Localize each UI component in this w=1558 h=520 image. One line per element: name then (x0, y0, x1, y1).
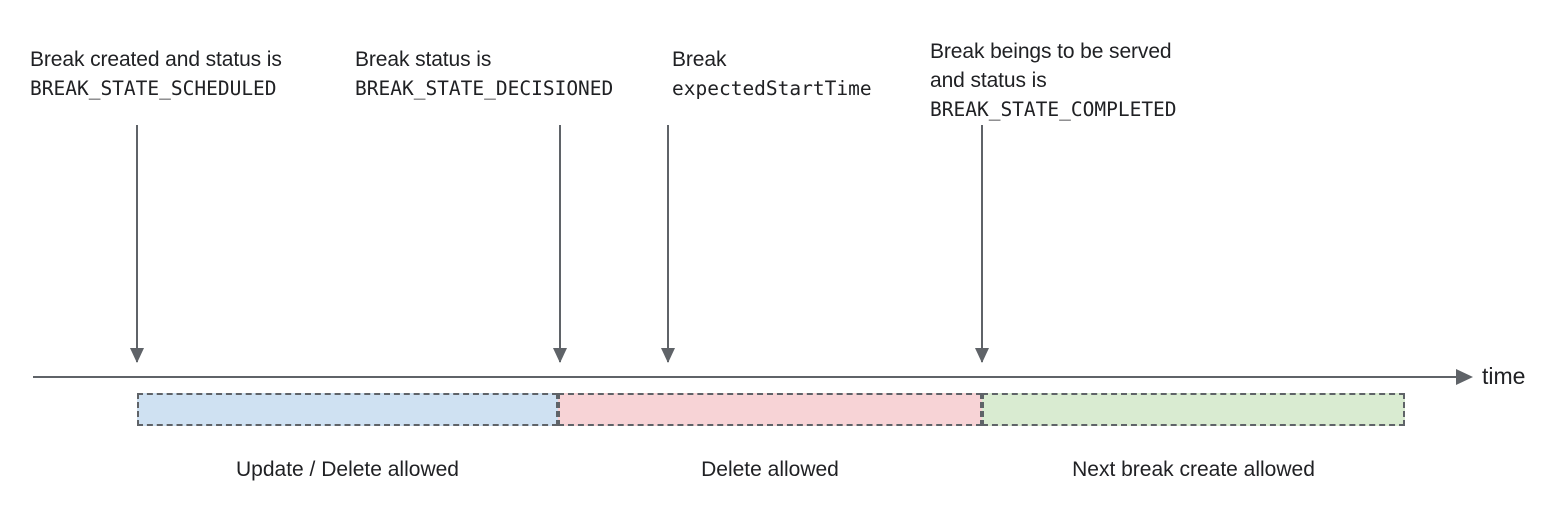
time-axis-label: time (1482, 363, 1526, 389)
arrow-right-icon (1456, 369, 1473, 385)
event-label-expected-start-time: Break expectedStartTime (672, 45, 872, 103)
time-axis-line (33, 376, 1470, 378)
event-label-break-decisioned: Break status is BREAK_STATE_DECISIONED (355, 45, 613, 103)
event-label-line: BREAK_STATE_COMPLETED (930, 98, 1177, 121)
event-label-line: Break beings to be served (930, 40, 1172, 63)
marker-shaft (667, 125, 669, 362)
marker-arrow-break-decisioned (551, 125, 569, 363)
event-label-line: Break (672, 48, 727, 71)
marker-shaft (559, 125, 561, 362)
phase-caption-update-delete-allowed: Update / Delete allowed (236, 458, 459, 481)
phase-segment-delete-allowed (558, 393, 982, 426)
arrow-down-icon (975, 348, 989, 363)
event-label-line: BREAK_STATE_SCHEDULED (30, 77, 277, 100)
marker-arrow-expected-start-time (659, 125, 677, 363)
marker-arrow-break-completed (973, 125, 991, 363)
event-label-line: Break status is (355, 48, 492, 71)
arrow-down-icon (130, 348, 144, 363)
event-label-break-completed: Break beings to be served and status is … (930, 37, 1177, 124)
event-label-line: and status is (930, 69, 1047, 92)
marker-shaft (136, 125, 138, 362)
marker-arrow-break-created (128, 125, 146, 363)
event-label-break-created: Break created and status is BREAK_STATE_… (30, 45, 282, 103)
phase-caption-delete-allowed: Delete allowed (701, 458, 839, 481)
phase-segment-update-delete-allowed (137, 393, 558, 426)
arrow-down-icon (661, 348, 675, 363)
arrow-down-icon (553, 348, 567, 363)
phase-segment-next-break-create-allowed (982, 393, 1405, 426)
event-label-line: BREAK_STATE_DECISIONED (355, 77, 614, 100)
phase-caption-next-break-create-allowed: Next break create allowed (1072, 458, 1315, 481)
event-label-line: expectedStartTime (672, 77, 872, 100)
event-label-line: Break created and status is (30, 48, 282, 71)
marker-shaft (981, 125, 983, 362)
